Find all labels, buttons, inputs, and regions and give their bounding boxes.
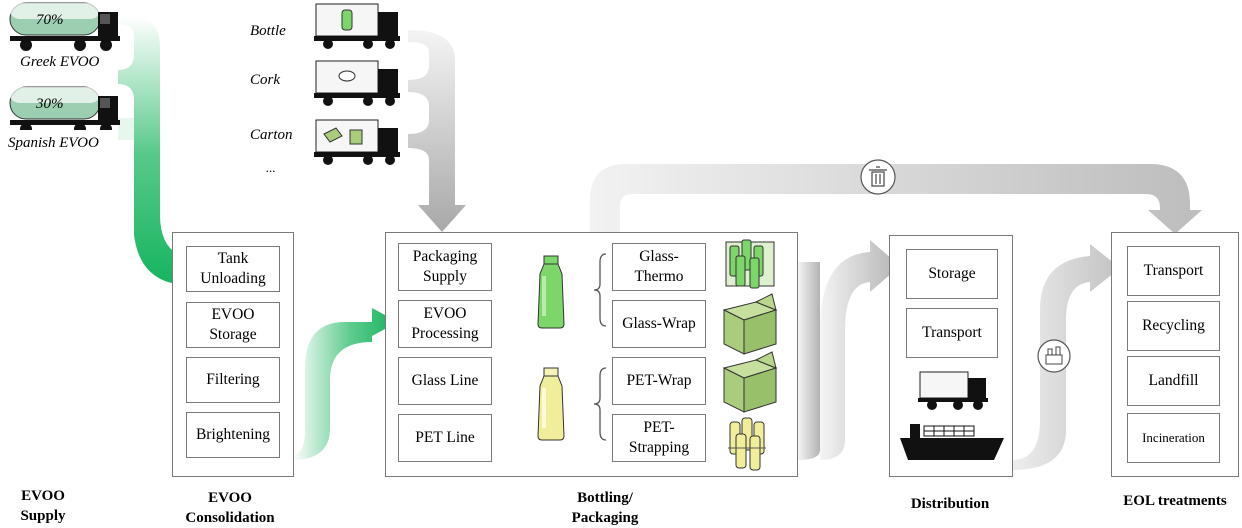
distribution-title: Distribution xyxy=(910,496,990,512)
greek-share-label: 70% xyxy=(36,12,64,28)
glass-thermo-pack: Glass- Thermo xyxy=(612,243,706,291)
filtering-step: Filtering xyxy=(186,357,280,403)
cork-input-label: Cork xyxy=(250,72,280,88)
supply-title: EVOO Supply xyxy=(20,488,66,524)
glass-wrap-pack: Glass-Wrap xyxy=(612,300,706,348)
evoo-storage-step: EVOO Storage xyxy=(186,302,280,348)
packaging-supply-step: Packaging Supply xyxy=(398,243,492,291)
pet-wrap-box-icon xyxy=(722,351,778,413)
pet-bottle-icon xyxy=(537,367,565,441)
pet-line-step: PET Line xyxy=(398,414,492,462)
spanish-evoo-label: Spanish EVOO xyxy=(8,135,99,151)
bottling-title: Bottling/ Packaging xyxy=(571,490,639,526)
eol-recycling-step: Recycling xyxy=(1127,301,1220,351)
truck-icon xyxy=(918,371,988,410)
tank-unloading-step: Tank Unloading xyxy=(186,246,280,292)
split-braces xyxy=(593,253,607,441)
cargo-ship-icon xyxy=(900,424,1004,460)
pack-icons xyxy=(722,239,778,471)
glass-wrap-box-icon xyxy=(722,293,778,355)
pet-strapping-icon xyxy=(728,417,766,471)
lca-flow-diagram: 70% Greek EVOO 30% Spanish EVOO Bottle C… xyxy=(8,2,1239,526)
tanker-trucks xyxy=(9,2,120,130)
tanker-truck-spanish xyxy=(9,86,120,130)
dist-storage-step: Storage xyxy=(906,249,998,299)
packaging-trucks xyxy=(314,3,400,165)
bottle-input-label: Bottle xyxy=(250,23,286,39)
eol-transport-step: Transport xyxy=(1127,246,1220,296)
brightening-step: Brightening xyxy=(186,412,280,458)
dist-transport-step: Transport xyxy=(906,308,998,358)
products-to-distribution-arrow xyxy=(798,262,820,460)
spanish-share-label: 30% xyxy=(36,96,64,112)
glass-line-step: Glass Line xyxy=(398,357,492,405)
greek-evoo-label: Greek EVOO xyxy=(20,54,100,70)
pet-wrap-pack: PET-Wrap xyxy=(612,357,706,405)
carton-truck xyxy=(314,119,400,165)
distribution-vehicles xyxy=(900,371,1004,460)
packaging-supply-arrow xyxy=(408,30,466,232)
eol-landfill-step: Landfill xyxy=(1127,356,1220,406)
bin-icon xyxy=(860,159,896,195)
glass-thermo-icon xyxy=(725,239,775,289)
eol-title: EOL treatments xyxy=(1123,493,1227,509)
bottle-truck xyxy=(314,3,400,49)
carton-input-label: Carton xyxy=(250,127,293,143)
tanker-truck-greek xyxy=(9,2,120,51)
consolidated-oil-arrow xyxy=(292,308,398,460)
more-inputs-label: ... xyxy=(266,160,276,175)
pet-strapping-pack: PET- Strapping xyxy=(612,414,706,462)
consolidation-title: EVOO Consolidation xyxy=(185,490,275,526)
consumer-icon xyxy=(1037,339,1071,373)
glass-bottle-icon xyxy=(537,255,565,329)
evoo-processing-step: EVOO Processing xyxy=(398,300,492,348)
eol-incineration-step: Incineration xyxy=(1127,413,1220,463)
bottle-icons xyxy=(537,255,565,441)
eol-return-arrow xyxy=(590,164,1202,240)
cork-truck xyxy=(314,60,400,106)
oil-supply-arrow xyxy=(118,16,210,292)
